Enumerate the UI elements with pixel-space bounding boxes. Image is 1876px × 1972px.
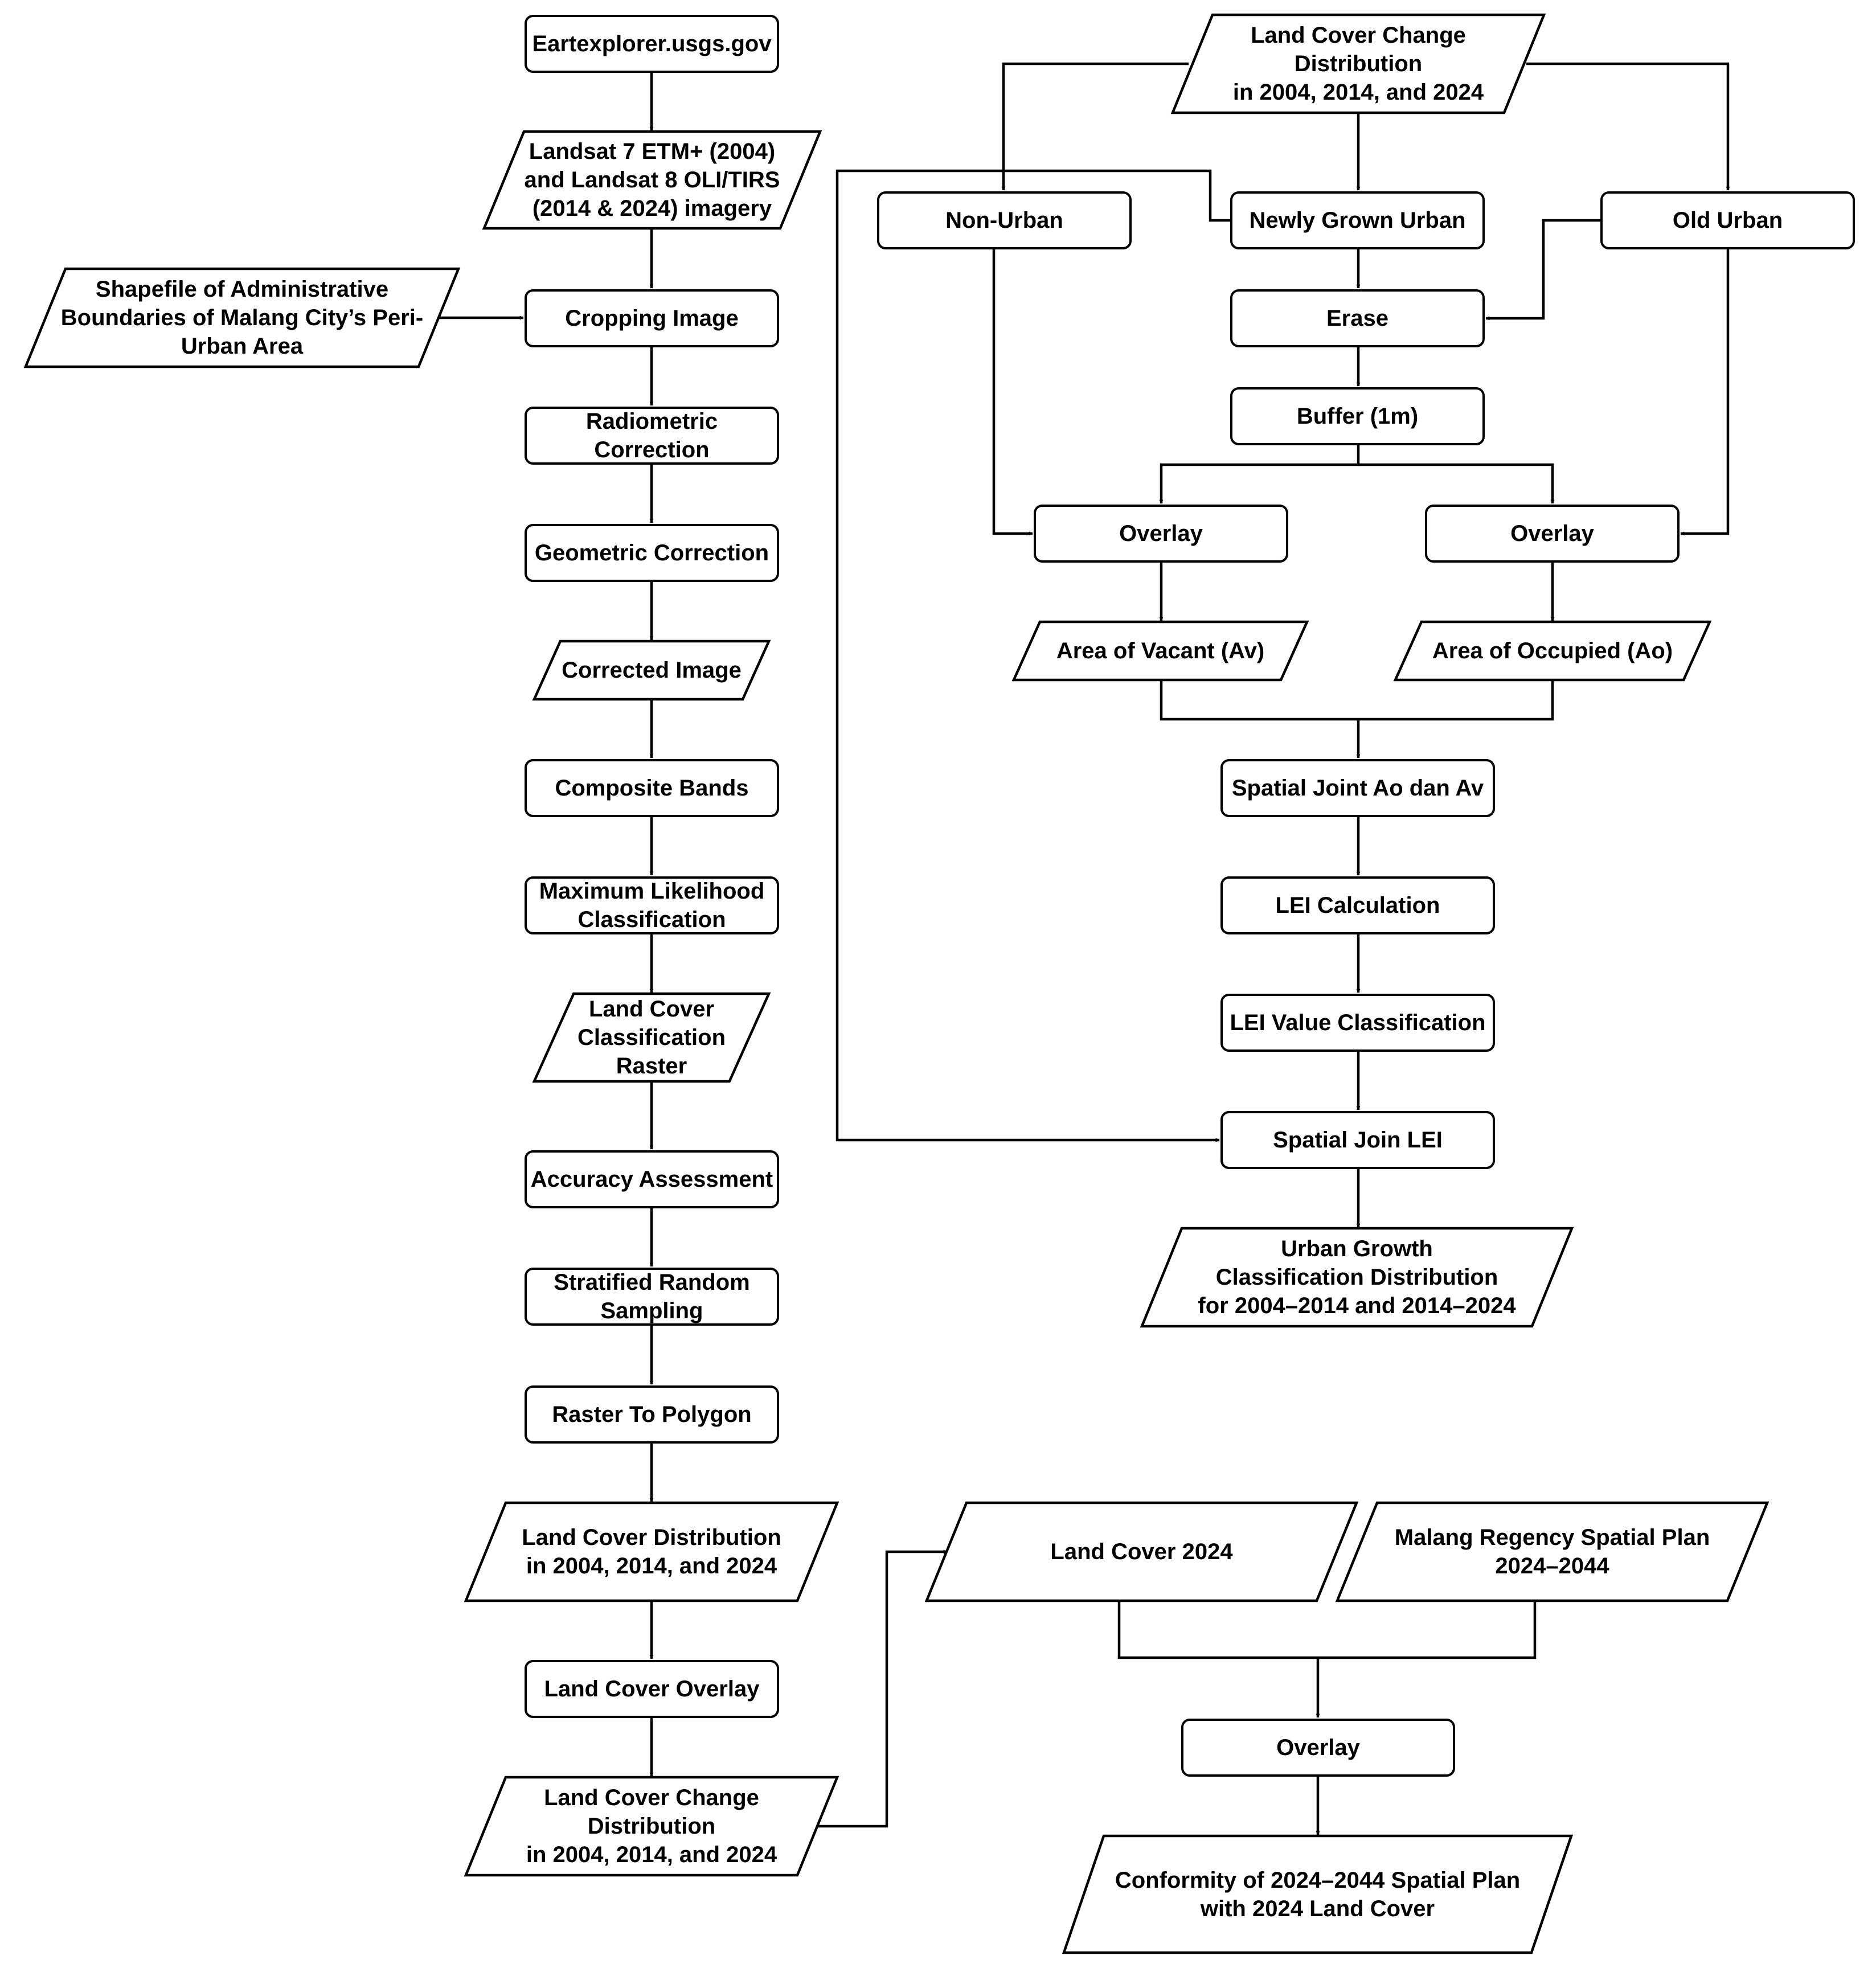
node-label: Eartexplorer.usgs.gov <box>532 31 772 56</box>
data-parallelogram <box>532 639 771 701</box>
node-composite-bands: Composite Bands <box>525 759 779 817</box>
node-overlay-bottom: Overlay <box>1181 1719 1455 1777</box>
connector-arrow <box>992 249 1033 536</box>
node-shapefile: Shapefile of Administrative Boundaries o… <box>26 269 458 367</box>
node-label: Accuracy Assessment <box>530 1167 773 1192</box>
node-land-cover-overlay: Land Cover Overlay <box>525 1660 779 1718</box>
node-lei-classification: LEI Value Classification <box>1220 994 1495 1052</box>
node-land-cover-distribution: Land Cover Distribution in 2004, 2014, a… <box>466 1503 837 1601</box>
node-newly-grown-urban: Newly Grown Urban <box>1230 191 1485 249</box>
node-label: Composite Bands <box>555 776 749 801</box>
node-label: Non-Urban <box>945 208 1063 233</box>
data-parallelogram <box>924 1501 1359 1602</box>
node-label: Malang Regency Spatial Plan 2024–2044 <box>1394 1525 1710 1579</box>
node-urban-growth-distribution: Urban Growth Classification Distribution… <box>1142 1228 1572 1326</box>
node-geometric-correction: Geometric Correction <box>525 524 779 582</box>
node-shapes <box>23 13 1769 1954</box>
data-parallelogram <box>464 1501 839 1602</box>
node-maximum-likelihood: Maximum Likelihood Classification <box>525 876 779 934</box>
connector-arrow <box>1358 463 1555 504</box>
node-label: Land Cover Change Distribution in 2004, … <box>526 1785 777 1867</box>
node-lei-calculation: LEI Calculation <box>1220 876 1495 934</box>
node-label: Land Cover Classification Raster <box>577 997 726 1079</box>
node-area-occupied: Area of Occupied (Ao) <box>1395 622 1710 680</box>
connector-arrow <box>835 169 1230 1142</box>
node-label: Urban Growth Classification Distribution… <box>1198 1236 1516 1318</box>
node-label: Overlay <box>1119 521 1203 546</box>
node-accuracy-assessment: Accuracy Assessment <box>525 1150 779 1208</box>
node-stratified-sampling: Stratified Random Sampling <box>525 1268 779 1326</box>
connector-arrow <box>1680 249 1730 536</box>
node-label: Buffer (1m) <box>1296 404 1419 429</box>
node-label: Newly Grown Urban <box>1249 208 1466 233</box>
node-spatial-plan: Malang Regency Spatial Plan 2024–2044 <box>1337 1503 1767 1601</box>
node-label: Land Cover Distribution in 2004, 2014, a… <box>522 1525 781 1579</box>
node-buffer: Buffer (1m) <box>1230 387 1485 445</box>
node-label: Old Urban <box>1672 208 1783 233</box>
data-parallelogram <box>1170 13 1546 114</box>
node-land-cover-2024: Land Cover 2024 <box>927 1503 1357 1601</box>
node-label: Maximum Likelihood Classification <box>539 879 765 932</box>
connector-arrow <box>1485 219 1600 321</box>
node-label: LEI Value Classification <box>1230 1010 1486 1035</box>
node-label: Area of Vacant (Av) <box>1056 638 1265 663</box>
node-label: Spatial Joint Ao dan Av <box>1231 776 1484 801</box>
node-spatial-join-lei: Spatial Join LEI <box>1220 1111 1495 1169</box>
node-label: Conformity of 2024–2044 Spatial Plan wit… <box>1115 1867 1521 1921</box>
connector-merge <box>1160 680 1554 721</box>
node-label: Radiometric Correction <box>585 409 718 462</box>
data-parallelogram <box>464 1776 839 1877</box>
node-corrected-image: Corrected Image <box>534 641 769 699</box>
node-label: Area of Occupied (Ao) <box>1432 638 1673 663</box>
node-erase: Erase <box>1230 289 1485 347</box>
node-non-urban: Non-Urban <box>877 191 1132 249</box>
connector-arrow <box>1001 62 1189 191</box>
node-label: Geometric Correction <box>534 540 769 565</box>
node-label: Corrected Image <box>562 658 742 683</box>
node-old-urban: Old Urban <box>1600 191 1855 249</box>
node-landsat-imagery: Landsat 7 ETM+ (2004) and Landsat 8 OLI/… <box>484 132 820 228</box>
node-spatial-joint: Spatial Joint Ao dan Av <box>1220 759 1495 817</box>
node-conformity: Conformity of 2024–2044 Spatial Plan wit… <box>1064 1836 1571 1953</box>
node-raster-to-polygon: Raster To Polygon <box>525 1385 779 1444</box>
node-label: Land Cover Change Distribution in 2004, … <box>1232 23 1484 105</box>
data-parallelogram <box>482 130 822 230</box>
node-land-cover-change-bottom: Land Cover Change Distribution in 2004, … <box>466 1777 837 1875</box>
connectors <box>439 62 1730 1835</box>
node-label: Landsat 7 ETM+ (2004) and Landsat 8 OLI/… <box>524 139 780 221</box>
node-radiometric-correction: Radiometric Correction <box>525 407 779 465</box>
node-label: Land Cover 2024 <box>1050 1539 1233 1564</box>
node-overlay-left: Overlay <box>1034 505 1288 563</box>
node-label: Raster To Polygon <box>552 1402 752 1427</box>
data-parallelogram <box>23 267 461 368</box>
data-parallelogram <box>1011 620 1309 682</box>
data-parallelogram <box>1062 1834 1574 1954</box>
node-land-cover-raster: Land Cover Classification Raster <box>534 994 769 1081</box>
connector-arrow <box>817 1549 948 1828</box>
node-label: Stratified Random Sampling <box>554 1270 750 1323</box>
node-label: Erase <box>1326 306 1388 331</box>
node-area-vacant: Area of Vacant (Av) <box>1014 622 1307 680</box>
connector-merge <box>1117 1601 1537 1659</box>
node-label: LEI Calculation <box>1275 893 1440 918</box>
node-earthexplorer: Eartexplorer.usgs.gov <box>525 15 779 73</box>
connector-arrow <box>1526 62 1730 191</box>
node-land-cover-change-top: Land Cover Change Distribution in 2004, … <box>1173 15 1544 113</box>
node-label: Spatial Join LEI <box>1273 1128 1443 1153</box>
node-label: Shapefile of Administrative Boundaries o… <box>60 277 424 359</box>
data-parallelogram <box>532 992 771 1083</box>
node-label: Cropping Image <box>565 306 739 331</box>
data-parallelogram <box>1335 1501 1769 1602</box>
data-parallelogram <box>1140 1227 1574 1328</box>
node-label: Land Cover Overlay <box>544 1676 760 1702</box>
node-label: Overlay <box>1510 521 1594 546</box>
connector-arrow <box>1159 445 1360 504</box>
node-label: Overlay <box>1276 1735 1360 1760</box>
node-overlay-right: Overlay <box>1425 505 1680 563</box>
data-parallelogram <box>1393 620 1712 682</box>
node-cropping-image: Cropping Image <box>525 289 779 347</box>
